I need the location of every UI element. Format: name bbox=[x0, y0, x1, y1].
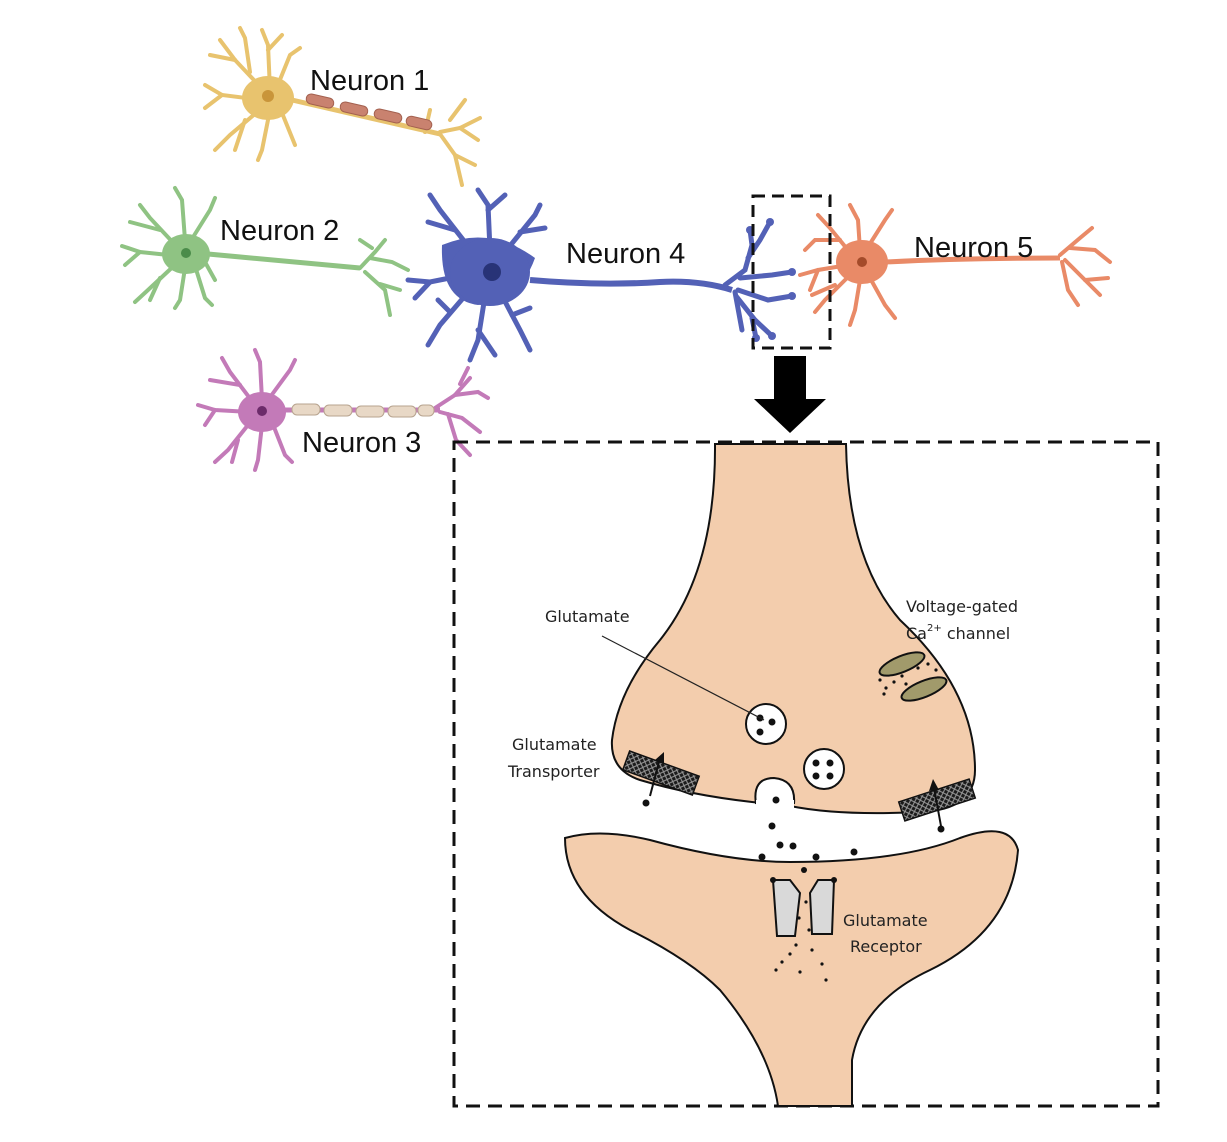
voltage-gated-calcium-channel bbox=[878, 651, 948, 702]
glutamate-transporter-left bbox=[621, 749, 701, 797]
glutamate-receptor bbox=[770, 877, 837, 937]
neuron-5-label: Neuron 5 bbox=[914, 232, 1033, 264]
zoom-region-box bbox=[751, 194, 832, 350]
neuron-1: Neuron 1 bbox=[203, 26, 482, 187]
vgcc-superscript: 2+ bbox=[927, 623, 942, 634]
neuron-3: Neuron 3 bbox=[196, 348, 490, 472]
transporter-label-line2: Transporter bbox=[507, 762, 600, 781]
vgcc-label-line2: Ca2+ channel bbox=[906, 623, 1010, 643]
transporter-label-line1: Glutamate bbox=[512, 735, 597, 754]
glutamate-transporter-right bbox=[897, 778, 977, 827]
glutamate-pointer-line bbox=[601, 635, 765, 721]
neuron-3-label: Neuron 3 bbox=[302, 427, 421, 459]
fusing-vesicle bbox=[754, 776, 796, 808]
neuron-5: Neuron 5 bbox=[798, 203, 1112, 327]
neuron-2: Neuron 2 bbox=[120, 186, 410, 317]
neuron-2-label: Neuron 2 bbox=[220, 215, 339, 247]
zoom-arrow-icon bbox=[754, 356, 826, 433]
vgcc-channel-word: channel bbox=[942, 624, 1010, 643]
postsynaptic-spine bbox=[563, 830, 1020, 1107]
vesicle bbox=[803, 748, 845, 790]
receptor-label-line1: Glutamate bbox=[843, 911, 928, 930]
vesicle bbox=[745, 703, 787, 745]
receptor-label-line2: Receptor bbox=[850, 937, 922, 956]
vgcc-ca: Ca bbox=[906, 624, 927, 643]
ion-flux-dots bbox=[774, 900, 828, 982]
glutamate-label: Glutamate bbox=[545, 607, 630, 626]
neuron-1-label: Neuron 1 bbox=[310, 65, 429, 97]
vgcc-label-line1: Voltage-gated bbox=[906, 597, 1018, 616]
synapse-diagram: Glutamate Glutamate Transporter Voltage-… bbox=[507, 443, 1020, 1107]
neuron-4-label: Neuron 4 bbox=[566, 238, 685, 270]
neuron-4: Neuron 4 bbox=[405, 187, 796, 363]
